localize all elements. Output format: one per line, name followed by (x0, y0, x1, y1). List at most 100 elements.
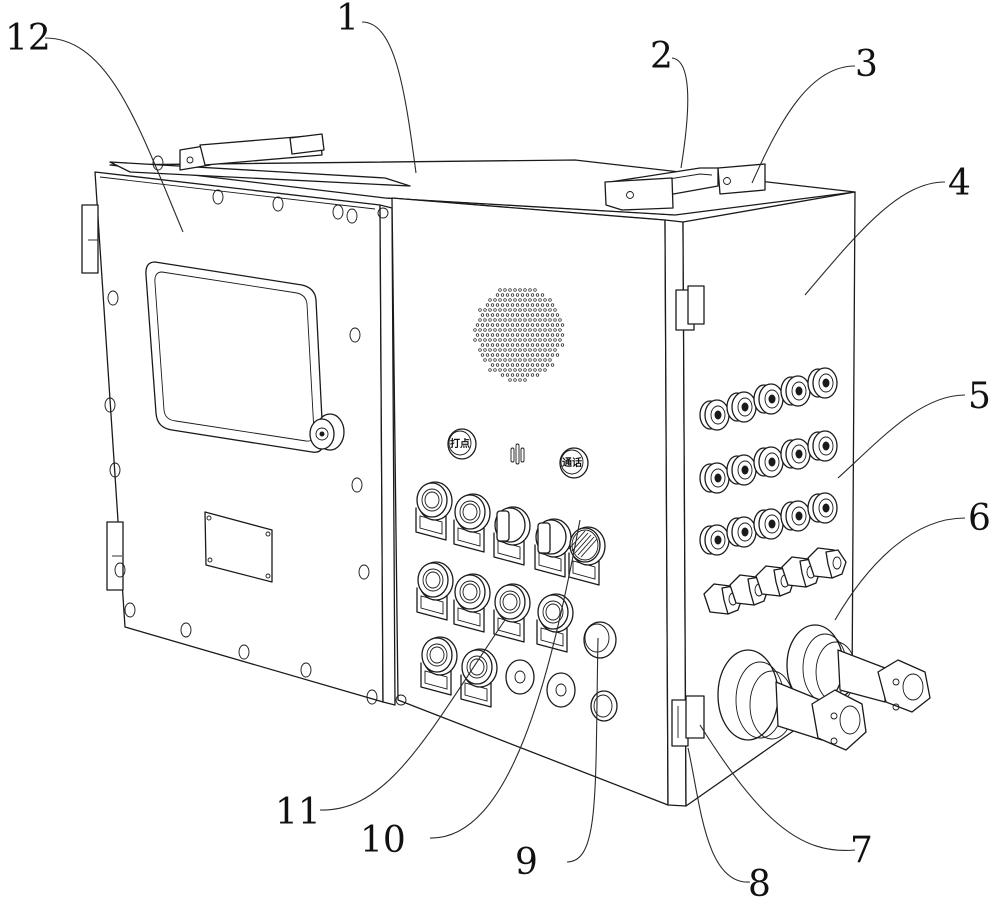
speaker-hole (520, 293, 525, 297)
speaker-hole (525, 323, 530, 327)
speaker-hole (535, 373, 540, 377)
speaker-hole (478, 328, 482, 332)
speaker-hole (540, 363, 545, 367)
speaker-hole (513, 338, 517, 342)
speaker-hole (530, 313, 535, 317)
indicator-lamp-small[interactable] (590, 690, 618, 722)
selector-switch[interactable] (493, 506, 531, 566)
speaker-hole (508, 288, 512, 292)
speaker-hole (533, 288, 537, 292)
speaker-hole (508, 358, 512, 362)
selector-switch[interactable] (534, 518, 572, 578)
speaker-hole (498, 338, 502, 342)
pushbutton[interactable] (415, 481, 453, 541)
leader-12 (44, 37, 184, 233)
speaker-hole (553, 338, 557, 342)
speaker-hole (518, 308, 522, 312)
speaker-hole (488, 318, 492, 322)
talk-button-label: 通话 (562, 456, 582, 469)
indicator-lamp-9[interactable] (583, 621, 617, 659)
nameplate (204, 511, 273, 583)
speaker-hole (488, 328, 492, 332)
speaker-hole (550, 303, 555, 307)
callout-12: 12 (5, 18, 51, 59)
hex-cable-gland (807, 547, 847, 579)
speaker-hole (540, 333, 545, 337)
speaker-hole (500, 293, 505, 297)
leader-6 (834, 517, 966, 621)
hex-cable-gland (729, 574, 769, 606)
speaker-hole (518, 368, 522, 372)
speaker-hole (495, 303, 500, 307)
speaker-hole (475, 323, 480, 327)
speaker-hole (543, 338, 547, 342)
speaker-hole (495, 343, 500, 347)
speaker-hole (530, 353, 535, 357)
pushbutton[interactable] (453, 573, 491, 633)
emergency-stop-button[interactable] (568, 526, 606, 586)
leader-2 (671, 57, 689, 169)
door-bolt (366, 689, 378, 705)
speaker-hole (510, 323, 515, 327)
speaker-hole (493, 368, 497, 372)
speaker-hole (483, 358, 487, 362)
speaker-hole (523, 358, 527, 362)
speaker-hole (548, 358, 552, 362)
speaker-hole (508, 318, 512, 322)
pushbutton[interactable] (420, 636, 458, 696)
speaker-hole (555, 343, 560, 347)
door-bolt (346, 208, 358, 224)
blank-plug-2 (546, 672, 576, 708)
speaker-hole (558, 338, 562, 342)
cable-gland (699, 399, 730, 431)
pushbutton[interactable] (453, 493, 491, 553)
speaker-hole (503, 288, 507, 292)
speaker-hole (513, 318, 517, 322)
cable-gland (753, 508, 784, 540)
speaker-hole (525, 363, 530, 367)
speaker-hole (490, 363, 495, 367)
speaker-hole (515, 313, 520, 317)
speaker-hole (510, 363, 515, 367)
speaker-hole (488, 338, 492, 342)
talk-button[interactable]: 通话 (559, 447, 589, 479)
hex-cable-gland (781, 556, 821, 588)
speaker-hole (483, 318, 487, 322)
speaker-hole (520, 353, 525, 357)
speaker-hole (493, 338, 497, 342)
signal-button[interactable]: 打点 (447, 428, 477, 460)
speaker-hole (488, 298, 492, 302)
leader-7 (699, 724, 856, 852)
callout-7: 7 (850, 830, 873, 871)
speaker-hole (515, 323, 520, 327)
door-bolt (332, 204, 344, 220)
speaker-hole (488, 308, 492, 312)
speaker-hole (553, 348, 557, 352)
leader-10 (429, 519, 581, 839)
pushbutton[interactable] (493, 583, 531, 643)
speaker-hole (495, 293, 500, 297)
pushbutton[interactable] (460, 648, 498, 708)
cable-gland (699, 524, 730, 556)
speaker-hole (500, 303, 505, 307)
speaker-hole (548, 328, 552, 332)
speaker-hole (505, 293, 510, 297)
microphone-icon (510, 443, 525, 465)
speaker-hole (538, 328, 542, 332)
speaker-hole (540, 323, 545, 327)
pushbutton[interactable] (416, 561, 454, 621)
speaker-hole (545, 343, 550, 347)
speaker-grille (473, 288, 565, 382)
speaker-hole (523, 348, 527, 352)
door-bolts (104, 155, 378, 705)
speaker-hole (510, 373, 515, 377)
speaker-hole (515, 363, 520, 367)
speaker-hole (473, 328, 477, 332)
speaker-hole (500, 373, 505, 377)
speaker-hole (480, 343, 485, 347)
speaker-hole (533, 358, 537, 362)
speaker-hole (490, 343, 495, 347)
speaker-hole (545, 303, 550, 307)
callout-2: 2 (650, 36, 673, 77)
